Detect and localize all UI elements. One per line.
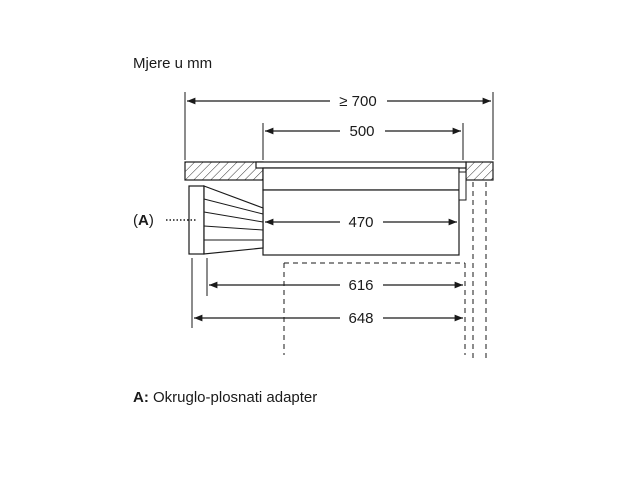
adapter-rib-1: [203, 198, 264, 215]
hob-side-clip: [458, 171, 467, 201]
dim-label-hob-width: 500: [349, 123, 374, 140]
legend-key: A:: [133, 389, 149, 406]
adapter-rib-3: [203, 225, 264, 231]
dim-label-648: 648: [348, 310, 373, 327]
worktop-left-section: [184, 161, 264, 181]
dimension-lines: [187, 97, 491, 322]
dim-label-616: 616: [348, 277, 373, 294]
hob-upper-body: [262, 167, 460, 191]
legend-entry-a: A: Okruglo-plosnati adapter: [133, 389, 317, 406]
dim-label-cutout-min: ≥ 700: [339, 93, 376, 110]
worktop-right-section: [465, 161, 494, 181]
legend-text: Okruglo-plosnati adapter: [149, 389, 317, 406]
callout-label: (A): [133, 212, 154, 229]
adapter-rib-2: [203, 211, 264, 223]
hob-appliance: [255, 161, 467, 256]
drawing-title: Mjere u mm: [133, 55, 212, 72]
hob-glass-top: [255, 161, 467, 169]
extension-lines: [184, 92, 494, 328]
flat-round-adapter: [166, 185, 264, 255]
cabinet-outline: [283, 182, 487, 360]
dim-label-body-width: 470: [348, 214, 373, 231]
